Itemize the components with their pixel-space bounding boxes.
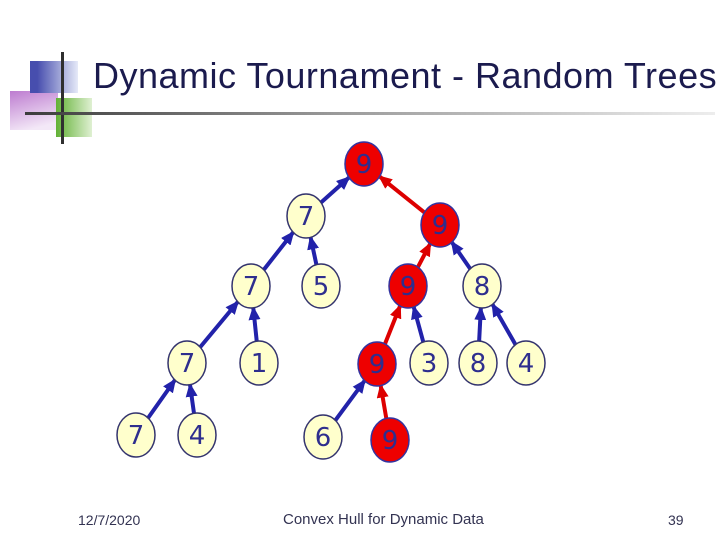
- ornament-purple-square: [10, 91, 58, 130]
- tree-node: [458, 340, 498, 386]
- tree-node-label: 6: [315, 423, 332, 453]
- tree-node: [286, 193, 326, 239]
- tree-node: [409, 340, 449, 386]
- tree-node-label: 3: [421, 349, 438, 379]
- ornament-blue-square: [30, 61, 78, 93]
- tree-edge-highlighted: [377, 174, 427, 215]
- tree-node-label: 9: [432, 211, 449, 241]
- tree-node-highlighted: [370, 417, 410, 463]
- tree-edge: [185, 382, 198, 416]
- tree-node: [167, 340, 207, 386]
- tree-edge: [490, 302, 518, 347]
- slide-title: Dynamic Tournament - Random Trees: [93, 55, 718, 96]
- tree-node-label: 9: [400, 272, 417, 302]
- tree-edge-highlighted: [376, 383, 389, 421]
- tree-edges-layer: [146, 174, 518, 423]
- tree-edge: [333, 378, 367, 423]
- ornament-vertical-line: [61, 52, 64, 144]
- tree-node: [239, 340, 279, 386]
- tree-edge-highlighted: [382, 303, 403, 347]
- tree-node-label: 9: [382, 426, 399, 456]
- tree-edge: [449, 240, 473, 271]
- tree-node-label: 7: [128, 421, 145, 451]
- tree-edge-highlighted: [415, 241, 433, 270]
- tree-node: [301, 263, 341, 309]
- tree-edge: [248, 305, 261, 344]
- footer-page-number: 39: [668, 512, 684, 528]
- tree-edge: [319, 175, 351, 205]
- tree-node-label: 9: [356, 150, 373, 180]
- tree-node: [177, 412, 217, 458]
- tree-node-label: 4: [189, 421, 206, 451]
- tree-node: [506, 340, 546, 386]
- tree-edge: [474, 305, 487, 344]
- tree-node-label: 5: [313, 272, 330, 302]
- tree-node: [462, 263, 502, 309]
- tree-node-label: 7: [243, 272, 260, 302]
- tree-node-highlighted: [388, 263, 428, 309]
- tree-node-label: 8: [470, 349, 487, 379]
- tree-edge: [411, 304, 426, 345]
- tree-node-label: 7: [179, 349, 196, 379]
- tree-node-label: 9: [369, 350, 386, 380]
- tree-edge: [146, 378, 177, 420]
- tree-edge: [198, 299, 240, 350]
- footer-title: Convex Hull for Dynamic Data: [283, 511, 484, 528]
- tree-node-highlighted: [344, 141, 384, 187]
- tree-node-label: 4: [518, 349, 535, 379]
- tree-node-highlighted: [357, 341, 397, 387]
- tree-node-label: 1: [251, 349, 268, 379]
- tree-node: [303, 414, 343, 460]
- tree-node-label: 8: [474, 272, 491, 302]
- tree-node: [231, 263, 271, 309]
- title-underline-rule: [25, 112, 715, 115]
- tree-edge: [261, 230, 296, 272]
- tree-edge: [307, 235, 319, 267]
- tree-node: [116, 412, 156, 458]
- footer-date: 12/7/2020: [78, 512, 141, 528]
- tree-nodes-layer: 9 7 9 7 5 9 8 7 1 9 3 8 4 7 4 6 9: [116, 141, 546, 463]
- tree-node-label: 7: [298, 202, 315, 232]
- tree-node-highlighted: [420, 202, 460, 248]
